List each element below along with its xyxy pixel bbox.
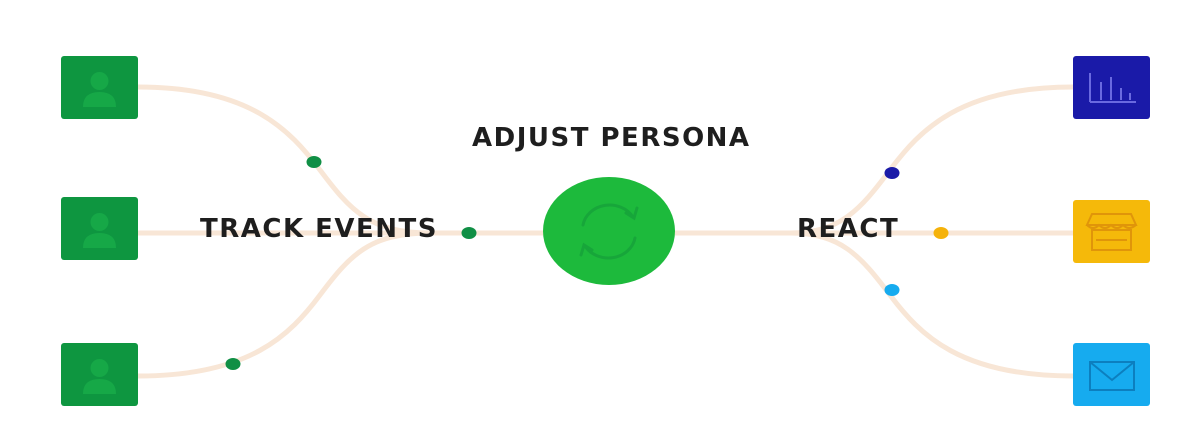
mail-icon [1089, 361, 1135, 391]
connector-input-1 [135, 84, 433, 236]
input-user-3 [61, 343, 138, 406]
store-icon [1085, 213, 1138, 251]
user-icon [83, 359, 116, 394]
connector-input-3 [135, 230, 433, 379]
user-icon [83, 213, 116, 248]
connector-output-3 [787, 230, 1076, 379]
react-label: REACT [797, 214, 900, 244]
dot-track-top [306, 156, 322, 168]
adjust-persona-label: ADJUST PERSONA [472, 123, 751, 153]
connectors [135, 84, 1076, 379]
user-icon [83, 72, 116, 107]
output-mail [1073, 343, 1150, 406]
input-user-2 [61, 197, 138, 260]
output-store [1073, 200, 1150, 263]
flow-dots [225, 156, 949, 370]
dot-track-bottom [225, 358, 241, 370]
refresh-icon [579, 203, 639, 260]
dot-react-middle [933, 227, 949, 239]
output-analytics [1073, 56, 1150, 119]
track-events-label: TRACK EVENTS [200, 214, 439, 244]
bar-chart-icon [1089, 73, 1136, 103]
dot-react-bottom [884, 284, 900, 296]
dot-react-top [884, 167, 900, 179]
input-user-1 [61, 56, 138, 119]
adjust-persona-node [543, 177, 675, 285]
dot-track-middle [461, 227, 477, 239]
connector-output-1 [787, 84, 1076, 236]
